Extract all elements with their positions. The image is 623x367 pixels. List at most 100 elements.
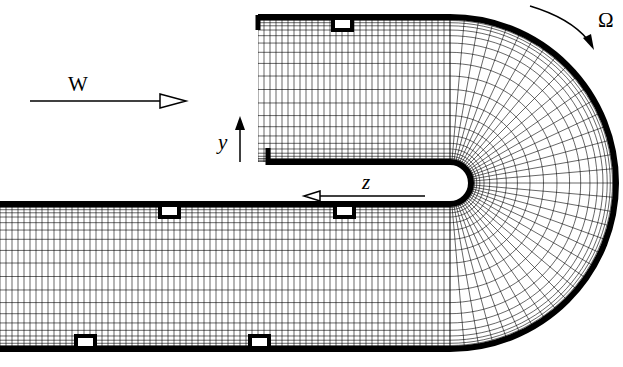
axis-label: y (218, 132, 227, 153)
mesh-line (66, 204, 67, 349)
mesh-line (300, 17, 301, 162)
mesh-line (420, 204, 421, 349)
computational-mesh (0, 17, 616, 349)
arrow-head (583, 34, 594, 50)
mesh-line (354, 204, 355, 349)
mesh-line (222, 204, 223, 349)
mesh-line (466, 76, 577, 169)
mesh-line (454, 20, 479, 163)
mesh-line (378, 17, 379, 162)
wall-step (266, 148, 271, 165)
mesh-line (0, 322, 450, 323)
mesh-line (324, 204, 325, 349)
mesh-line (462, 200, 545, 319)
mesh-line (470, 188, 610, 226)
mesh-line (452, 204, 465, 348)
mesh-line (0, 207, 450, 208)
mesh-line (84, 204, 85, 349)
mesh-line (114, 204, 115, 349)
mesh-line (455, 203, 493, 343)
arrow-head (304, 191, 320, 201)
mesh-line (455, 23, 493, 163)
mesh-line (0, 222, 450, 223)
mesh-line (438, 17, 439, 162)
mesh-line (467, 195, 586, 278)
axis-arrow (318, 195, 425, 197)
mesh-line (426, 204, 427, 349)
arrow-head (160, 94, 186, 108)
mesh-line (408, 204, 409, 349)
mesh-line (414, 204, 415, 349)
inner-wall (0, 162, 471, 204)
mesh-line (461, 39, 534, 165)
axis-label: z (362, 172, 370, 193)
mesh-line (450, 204, 451, 349)
arrow-head (235, 116, 245, 130)
mesh-line (276, 204, 277, 349)
mesh-line (132, 204, 133, 349)
mesh-line (234, 204, 235, 349)
mesh-line (384, 17, 385, 162)
mesh-line (468, 100, 594, 173)
mesh-line (360, 17, 361, 162)
mesh-line (78, 204, 79, 349)
mesh-line (318, 17, 319, 162)
mesh-line (396, 204, 397, 349)
flow-arrow (30, 100, 160, 102)
mesh-line (0, 204, 1, 349)
mesh-line (204, 204, 205, 349)
mesh-line (372, 204, 373, 349)
mesh-line (459, 33, 520, 164)
mesh-line (276, 17, 277, 162)
mesh-line (186, 204, 187, 349)
mesh-line (318, 204, 319, 349)
mesh-line (0, 343, 450, 344)
mesh-line (288, 204, 289, 349)
mesh-line (465, 66, 568, 169)
mesh-line (469, 113, 600, 174)
mesh-line (0, 335, 450, 336)
mesh-line (462, 47, 545, 166)
mesh-line (471, 185, 615, 198)
axis-label: W (68, 74, 88, 95)
mesh-line (264, 17, 265, 162)
mesh-line (372, 17, 373, 162)
mesh-line (457, 203, 507, 339)
wall-stub (256, 15, 261, 30)
mesh-line (180, 204, 181, 349)
mesh-line (402, 17, 403, 162)
mesh-line (342, 204, 343, 349)
mesh-line (18, 204, 19, 349)
mesh-line (470, 126, 606, 176)
mesh-line (467, 88, 586, 171)
mesh-line (366, 204, 367, 349)
mesh-line (30, 204, 31, 349)
mesh-line (471, 187, 614, 212)
mesh-line (300, 204, 301, 349)
mesh-line (471, 154, 614, 179)
mesh-line (342, 17, 343, 162)
mesh-line (444, 204, 445, 349)
mesh-line (466, 196, 577, 289)
mesh-line (384, 204, 385, 349)
mesh-line (444, 17, 445, 162)
mesh-line (336, 17, 337, 162)
mesh-line (294, 17, 295, 162)
mesh-line (24, 204, 25, 349)
mesh-line (42, 204, 43, 349)
mesh-line (126, 204, 127, 349)
mesh-line (0, 289, 450, 290)
mesh-line (414, 17, 415, 162)
mesh-line (471, 169, 615, 182)
mesh-line (461, 201, 534, 327)
mesh-line (336, 204, 337, 349)
mesh-line (162, 204, 163, 349)
mesh-line (264, 204, 265, 349)
mesh-line (96, 204, 97, 349)
mesh-line (0, 276, 450, 277)
mesh-line (168, 204, 169, 349)
mesh-line (0, 217, 450, 218)
mesh-line (306, 204, 307, 349)
mesh-line (72, 204, 73, 349)
